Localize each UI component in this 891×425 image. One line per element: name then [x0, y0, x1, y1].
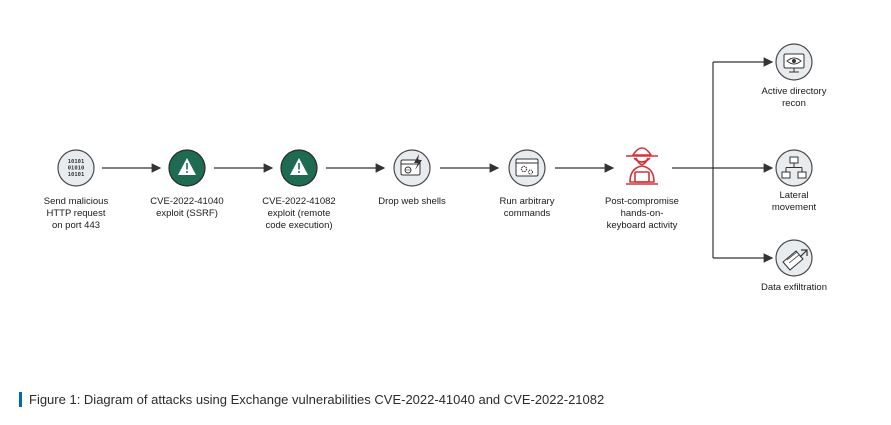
step-label-run-commands: Run arbitrary commands [499, 196, 555, 219]
data-exfiltration-icon [775, 239, 813, 277]
network-icon [775, 149, 813, 187]
step-label-drop-web-shells: Drop web shells [378, 196, 446, 207]
gear-window-icon [508, 149, 546, 187]
warning-icon [280, 149, 318, 187]
step-label-post-compromise: Post-compromise hands-on- keyboard activ… [605, 196, 679, 231]
svg-text:10101: 10101 [68, 172, 85, 178]
outcome-label-data-exfiltration: Data exfiltration [760, 282, 827, 293]
outcome-label-lateral-movement: Lateral movement [771, 190, 817, 213]
eye-monitor-icon [775, 43, 813, 81]
binary-data-icon: 10101 01010 10101 [57, 149, 95, 187]
hacker-icon [626, 147, 658, 185]
caption-accent-bar [19, 392, 22, 407]
outcome-label-ad-recon: Active directory recon [761, 86, 827, 109]
step-label-cve-41082: CVE-2022-41082 exploit (remote code exec… [262, 196, 336, 231]
step-label-cve-41040: CVE-2022-41040 exploit (SSRF) [150, 196, 224, 219]
step-label-send-request: Send malicious HTTP request on port 443 [43, 196, 109, 231]
svg-text:10101: 10101 [68, 159, 85, 165]
svg-text:01010: 01010 [68, 166, 85, 172]
figure-caption: Figure 1: Diagram of attacks using Excha… [29, 392, 605, 407]
warning-icon [168, 149, 206, 187]
web-shell-icon [393, 149, 431, 187]
diagram-canvas: 10101 01010 10101 [57, 43, 813, 277]
